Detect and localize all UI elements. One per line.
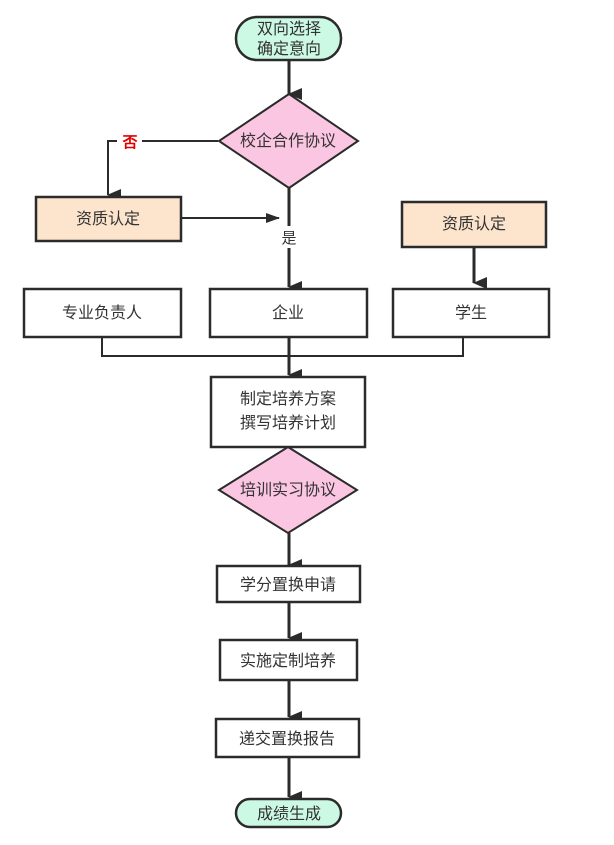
submit-report-node: 递交置换报告 [214,717,361,759]
credit-application-text: 学分置换申请 [240,575,336,594]
decision-agreement-node: 校企合作协议 [217,92,360,190]
decision-training-text: 培训实习协议 [240,480,336,499]
qualification-left-text: 资质认定 [76,209,140,228]
plan-text-line2: 撰写培养计划 [240,413,336,432]
plan-node: 制定培养方案 撰写培养计划 [209,375,367,449]
qualification-right-text: 资质认定 [442,214,506,233]
end-node: 成绩生成 [234,797,343,829]
edge-label-yes: 是 [281,229,296,247]
enterprise-text: 企业 [272,303,304,322]
submit-report-text: 递交置换报告 [239,729,335,748]
edge-major-merge [101,337,289,357]
plan-text-line1: 制定培养方案 [240,389,336,408]
start-node: 双向选择 确定意向 [234,15,343,62]
major-leader-text: 专业负责人 [62,303,142,322]
decision-training-node: 培训实习协议 [217,445,359,535]
student-text: 学生 [455,303,487,322]
qualification-left-node: 资质认定 [34,195,183,243]
edge-student-merge [289,337,464,357]
credit-application-node: 学分置换申请 [215,564,362,604]
decision-agreement-text: 校企合作协议 [240,131,336,150]
qualification-right-node: 资质认定 [400,200,548,249]
enterprise-node: 企业 [208,287,369,339]
custom-training-node: 实施定制培养 [218,638,359,682]
custom-training-text: 实施定制培养 [240,651,336,670]
major-leader-node: 专业负责人 [22,287,183,339]
end-text: 成绩生成 [257,804,321,823]
student-node: 学生 [391,287,551,339]
start-text-line2: 确定意向 [257,39,321,58]
start-text-line1: 双向选择 [257,19,321,38]
connectors [101,60,487,803]
edge-agreement-no-down [107,140,121,201]
edge-label-no: 否 [121,133,137,151]
